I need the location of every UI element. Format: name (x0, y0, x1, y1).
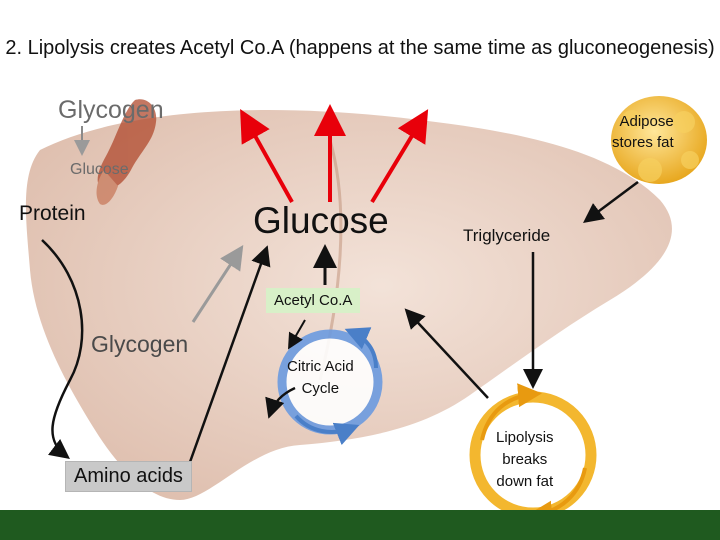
adipose-illustration (611, 96, 707, 184)
lipolysis-label-line1: Lipolysis (496, 429, 554, 446)
adipose-label: Adipose stores fat (612, 111, 674, 153)
citric-acid-cycle-ring (277, 327, 383, 446)
lipolysis-label-line3: down fat (496, 473, 554, 490)
citric-acid-cycle-label: Citric Acid Cycle (287, 356, 354, 400)
triglyceride-label: Triglyceride (463, 226, 551, 245)
glycogen-label-top: Glycogen (58, 96, 164, 124)
arrow-amino-to-glucose (188, 245, 271, 463)
slide-title: 2. Lipolysis creates Acetyl Co.A (happen… (5, 37, 715, 59)
arrow-glycogen-to-glucose-gray (191, 244, 244, 323)
glycogen-label-middle: Glycogen (91, 331, 189, 357)
arrow-protein-to-amino-acids (41, 239, 84, 460)
arrow-lipolysis-to-acetyl (404, 308, 489, 399)
footer-bar (0, 510, 720, 540)
arrow-acetyl-to-citric (288, 319, 306, 350)
lipolysis-label: Lipolysis breaks down fat (496, 427, 554, 493)
protein-label: Protein (19, 202, 86, 225)
adipose-label-line1: Adipose (619, 113, 674, 130)
citric-label-line2: Cycle (301, 380, 340, 397)
glucose-label-main: Glucose (253, 200, 389, 241)
muscle-illustration (96, 99, 157, 205)
red-arrow-right (370, 109, 429, 204)
citric-label-line1: Citric Acid (287, 358, 354, 375)
lipolysis-label-line2: breaks (502, 451, 548, 468)
arrow-adipose-to-triglyceride (582, 180, 639, 223)
glucose-label-small: Glucose (70, 161, 129, 178)
arrow-into-citric-cycle (265, 386, 296, 419)
red-arrow-left (240, 109, 294, 203)
amino-acids-box: Amino acids (65, 461, 192, 492)
acetyl-coa-box: Acetyl Co.A (266, 288, 361, 313)
adipose-label-line2: stores fat (612, 134, 674, 151)
